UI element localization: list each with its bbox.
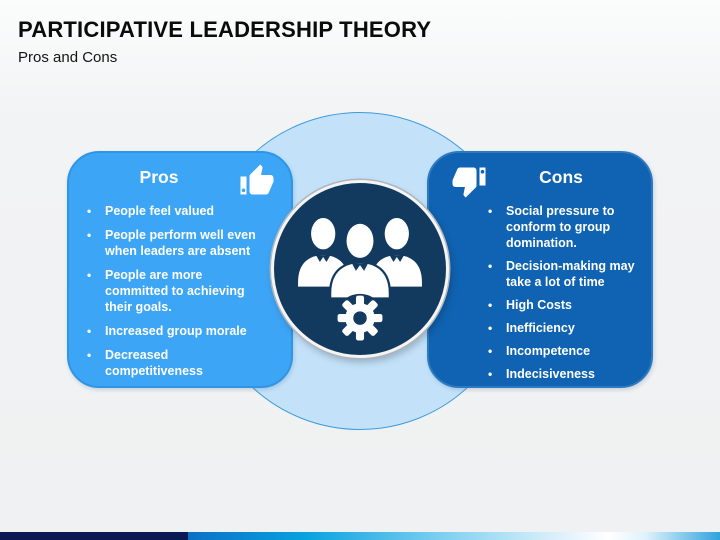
list-item: Incompetence — [485, 343, 653, 359]
list-item: Inefficiency — [485, 320, 653, 336]
team-gear-icon — [281, 189, 439, 350]
bottom-bar-gradient-segment — [188, 532, 720, 540]
cons-list: Social pressure to conform to group domi… — [485, 203, 653, 382]
list-item: High Costs — [485, 297, 653, 313]
list-item: Increased group morale — [84, 323, 265, 339]
bottom-bar-navy-segment — [0, 532, 188, 540]
list-item: People perform well even when leaders ar… — [84, 227, 265, 259]
pros-header-label: Pros — [139, 167, 179, 187]
pros-list: People feel valuedPeople perform well ev… — [84, 203, 265, 379]
pros-header: Pros — [69, 153, 291, 201]
pros-panel: Pros People feel valuedPeople perform we… — [67, 151, 293, 388]
list-item: People feel valued — [84, 203, 265, 219]
thumbs-up-icon — [239, 163, 275, 199]
thumbs-down-icon — [451, 163, 487, 199]
center-circle — [271, 180, 449, 358]
page-title: PARTICIPATIVE LEADERSHIP THEORY — [18, 17, 432, 42]
list-item: Decreased competitiveness — [84, 347, 265, 379]
list-item: Decision-making may take a lot of time — [485, 258, 653, 290]
cons-header: Cons — [429, 153, 651, 201]
cons-header-label: Cons — [539, 167, 583, 187]
list-item: Indecisiveness — [485, 366, 653, 382]
list-item: Social pressure to conform to group domi… — [485, 203, 653, 251]
cons-panel: Cons Social pressure to conform to group… — [427, 151, 653, 388]
page-subtitle: Pros and Cons — [18, 49, 118, 66]
list-item: People are more committed to achieving t… — [84, 267, 265, 315]
